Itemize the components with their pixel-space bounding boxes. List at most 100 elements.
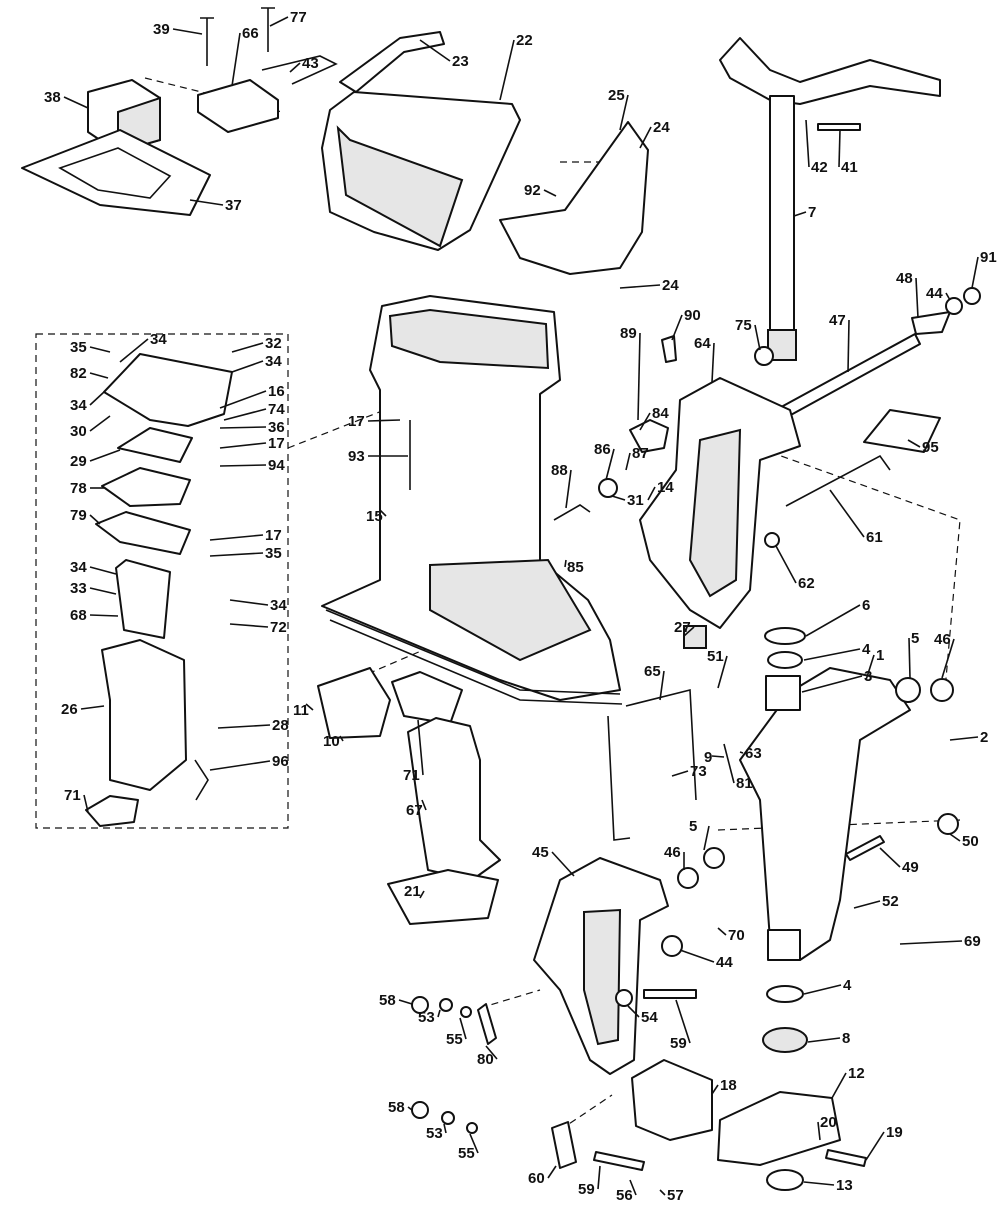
leader-line [443, 1123, 447, 1134]
leader-line [89, 614, 119, 617]
callout-label: 46 [934, 631, 951, 648]
leader-line [289, 62, 301, 73]
leader-line [899, 940, 963, 945]
leader-line [671, 770, 689, 777]
part-44-nut [945, 297, 963, 315]
leader-line [739, 751, 744, 754]
callout-label: 11 [293, 702, 309, 719]
part-71-gasket [391, 671, 463, 725]
part-46b-washer [677, 867, 699, 889]
callout-label: 19 [886, 1124, 903, 1141]
leader-line [711, 342, 715, 383]
leader-line [89, 346, 111, 353]
part-39-bolt [200, 17, 214, 66]
leader-line [717, 655, 728, 689]
leader-line [231, 360, 264, 373]
callout-label: 33 [70, 580, 87, 597]
part-4-seal [767, 651, 803, 669]
leader-line [597, 1165, 601, 1190]
leader-line [803, 1181, 835, 1186]
leader-line [269, 16, 289, 27]
callout-label: 55 [446, 1031, 463, 1048]
leader-line [659, 1189, 666, 1196]
leader-line [80, 705, 105, 710]
callout-label: 71 [403, 767, 420, 784]
leader-line [231, 32, 241, 87]
callout-label: 28 [272, 717, 289, 734]
callout-label: 93 [348, 448, 365, 465]
leader-line [229, 623, 269, 628]
leader-line [63, 96, 89, 109]
leader-line [398, 999, 413, 1005]
callout-label: 50 [962, 833, 979, 850]
callout-label: 53 [426, 1125, 443, 1142]
leader-line [805, 119, 810, 168]
leader-line [949, 833, 961, 842]
callout-label: 92 [524, 182, 541, 199]
callout-label: 91 [980, 249, 997, 266]
leader-line [723, 743, 735, 784]
callout-label: 5 [689, 818, 697, 835]
callout-label: 44 [716, 954, 733, 971]
leader-line [564, 559, 567, 568]
part-1-swivel-bracket [739, 667, 911, 961]
leader-line [89, 566, 117, 575]
callout-label: 74 [268, 401, 285, 418]
callout-label: 54 [641, 1009, 658, 1026]
callout-label: 55 [458, 1145, 475, 1162]
part-95-bracket [863, 409, 941, 453]
leader-line [619, 94, 629, 131]
leader-line [419, 890, 425, 899]
leader-line [119, 338, 149, 363]
leader-line [437, 1009, 441, 1018]
leader-line [485, 1045, 498, 1060]
leader-line [805, 604, 861, 637]
callout-label: 14 [657, 479, 674, 496]
callout-label: 25 [608, 87, 625, 104]
callout-label: 67 [406, 802, 423, 819]
callout-label: 13 [836, 1177, 853, 1194]
part-60-plate [551, 1121, 577, 1169]
leader-line [639, 126, 652, 149]
part-65-link [607, 688, 697, 841]
leader-line [189, 199, 224, 206]
callout-label: 3 [864, 668, 872, 685]
part-61-rod [785, 454, 891, 507]
callout-label: 29 [70, 453, 87, 470]
leader-line [627, 1005, 640, 1018]
callout-label: 26 [61, 701, 78, 718]
part-15-exhaust-housing [321, 295, 623, 705]
callout-label: 84 [652, 405, 669, 422]
leader-line [217, 724, 271, 729]
leader-line [639, 412, 651, 431]
callout-label: 31 [627, 492, 644, 509]
leader-line [219, 442, 267, 449]
callout-label: 36 [268, 419, 285, 436]
leader-line [565, 469, 572, 509]
leader-line [907, 439, 921, 448]
callout-label: 86 [594, 441, 611, 458]
callout-label: 5 [911, 630, 919, 647]
leader-line [817, 1121, 821, 1141]
part-41-bolt [817, 123, 861, 131]
part-48-washer [911, 311, 951, 335]
callout-label: 61 [866, 529, 883, 546]
leader-line [611, 495, 626, 501]
leader-line [605, 448, 615, 481]
leader-line [231, 342, 264, 353]
callout-label: 8 [842, 1030, 850, 1047]
callout-label: 15 [366, 508, 383, 525]
part-59-bolt [643, 989, 697, 999]
part-45-bracket [533, 857, 669, 1075]
callout-label: 45 [532, 844, 549, 861]
callout-label: 88 [551, 462, 568, 479]
part-49-pin [845, 835, 885, 861]
leader-line [219, 464, 267, 467]
part-23-handle [339, 31, 445, 93]
callout-label: 94 [268, 457, 285, 474]
callout-label: 62 [798, 575, 815, 592]
callout-label: 60 [528, 1170, 545, 1187]
leader-line [223, 408, 267, 421]
callout-label: 12 [848, 1065, 865, 1082]
part-50-cap [937, 813, 959, 835]
